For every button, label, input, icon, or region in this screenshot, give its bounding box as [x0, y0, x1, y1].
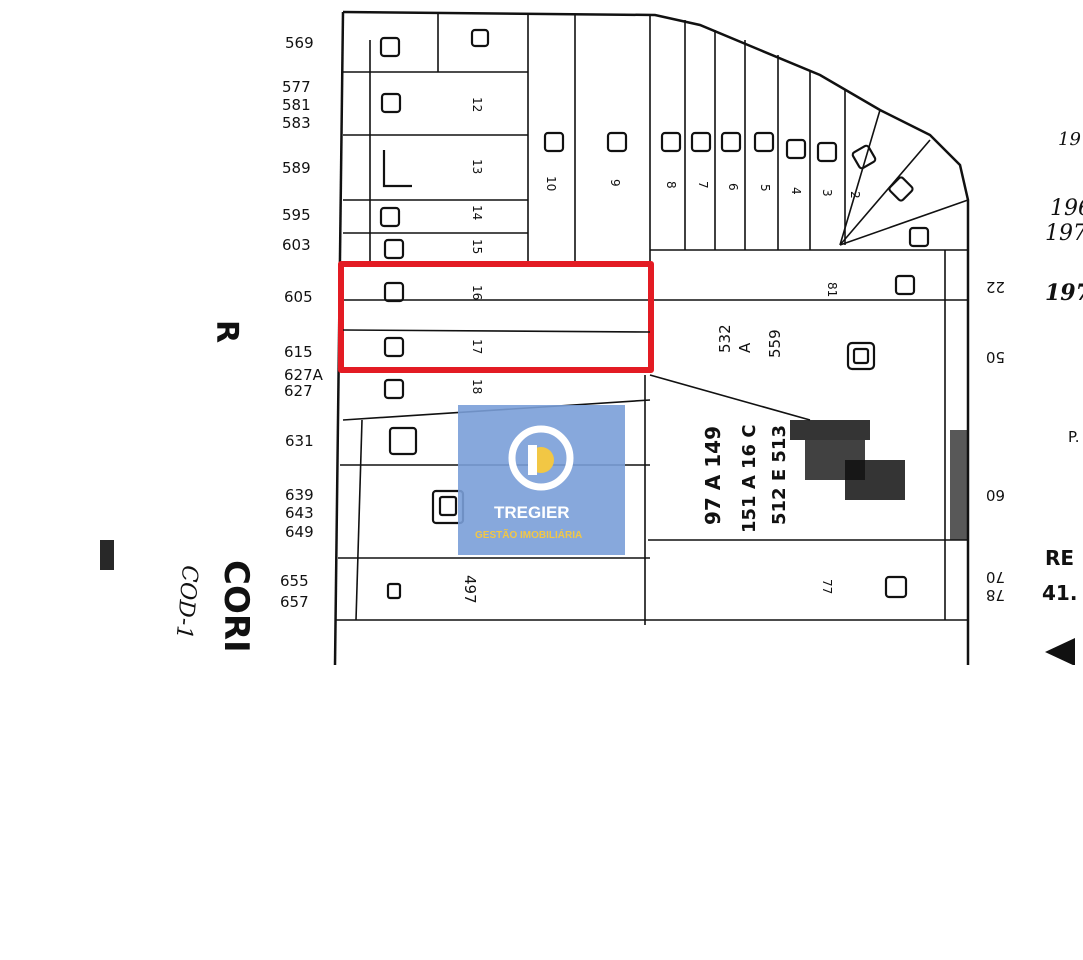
- street-number: 603: [282, 236, 311, 254]
- lot-number: 4: [789, 187, 803, 195]
- street-number: 649: [285, 523, 314, 541]
- ink-smudge: [100, 420, 968, 570]
- street-number: 615: [284, 343, 313, 361]
- lot-number: 17: [470, 339, 484, 354]
- logo-subtitle: GESTÃO IMOBILIÁRIA: [475, 528, 582, 541]
- lot-81: 81: [825, 282, 839, 297]
- lot-number: 18: [470, 379, 484, 394]
- lot-497: 497: [461, 575, 479, 604]
- street-number: 627A: [284, 366, 324, 384]
- street-number: 639: [285, 486, 314, 504]
- range-label: 97 A 149: [701, 426, 725, 525]
- lot-number: 13: [470, 159, 484, 174]
- cadastral-map: 569 577 581 583 589 595 603 605 615 627A…: [100, 10, 1083, 665]
- building-markers: [379, 28, 930, 600]
- street-label-code: COD-1: [171, 564, 202, 640]
- margin-note: RE: [1045, 546, 1074, 570]
- lot-number: 7: [696, 181, 710, 189]
- lot-number: 2: [848, 191, 862, 199]
- street-number: 595: [282, 206, 311, 224]
- edge-number: 60: [986, 486, 1005, 504]
- margin-notes: 19 196 197 197 P. RE 41. 7: [1042, 129, 1083, 605]
- tregier-logo: TREGIER GESTÃO IMOBILIÁRIA: [458, 405, 625, 555]
- lot-number: 15: [470, 239, 484, 254]
- margin-note: 41. 7: [1042, 581, 1083, 605]
- margin-note: 197: [1045, 221, 1083, 246]
- street-number: 605: [284, 288, 313, 306]
- street-number: 643: [285, 504, 314, 522]
- street-number: 589: [282, 159, 311, 177]
- range-label: 559: [766, 329, 784, 358]
- lot-numbers-left: 12 13 14 15 16 17 18: [470, 97, 484, 394]
- street-number: 569: [285, 34, 314, 52]
- street-number: 631: [285, 432, 314, 450]
- street-number: 583: [282, 114, 311, 132]
- logo-name: TREGIER: [494, 503, 570, 522]
- range-label: 512 E 513: [769, 425, 790, 525]
- margin-note: 19: [1058, 129, 1081, 150]
- center-labels: 532 A 559 97 A 149 151 A 16 C 512 E 513 …: [461, 282, 839, 604]
- lot-number: 9: [608, 179, 622, 187]
- margin-note: P.: [1068, 428, 1079, 446]
- right-edge-numbers: 22 50 60 70 78: [986, 278, 1005, 604]
- street-number: 657: [280, 593, 309, 611]
- lot-number: 14: [470, 205, 484, 220]
- lot-number: 10: [544, 176, 558, 191]
- arrow-left-icon: [1045, 638, 1075, 665]
- lot-number: 5: [758, 184, 772, 192]
- street-label-corr: CORI: [216, 560, 256, 653]
- street-number: 627: [284, 382, 313, 400]
- range-label: 151 A 16 C: [739, 424, 760, 533]
- street-number: 577: [282, 78, 311, 96]
- highlight-divider: [342, 329, 651, 333]
- lot-number: 16: [470, 285, 484, 300]
- margin-note: 197: [1045, 280, 1083, 306]
- street-numbers: 569 577 581 583 589 595 603 605 615 627A…: [280, 34, 324, 611]
- street-label-r: R: [209, 320, 244, 343]
- lot-number: 12: [470, 97, 484, 112]
- lot-number: 8: [664, 181, 678, 189]
- edge-number: 22: [986, 278, 1005, 296]
- lot-number: 3: [820, 189, 834, 197]
- lot-lines: [336, 14, 969, 625]
- lot-number: 6: [726, 183, 740, 191]
- highlight-rectangle: [338, 261, 654, 373]
- range-label: A: [736, 342, 754, 353]
- street-number: 581: [282, 96, 311, 114]
- edge-number: 78: [986, 586, 1005, 604]
- logo-ring-icon: [508, 425, 574, 491]
- lot-numbers-top: 10 9 8 7 6 5 4 3 2: [544, 176, 862, 199]
- edge-number: 50: [986, 348, 1005, 366]
- range-label: 532: [716, 324, 734, 353]
- lot-77: 77: [820, 579, 834, 594]
- street-number: 655: [280, 572, 309, 590]
- edge-number: 70: [986, 568, 1005, 586]
- margin-note: 196: [1050, 196, 1083, 221]
